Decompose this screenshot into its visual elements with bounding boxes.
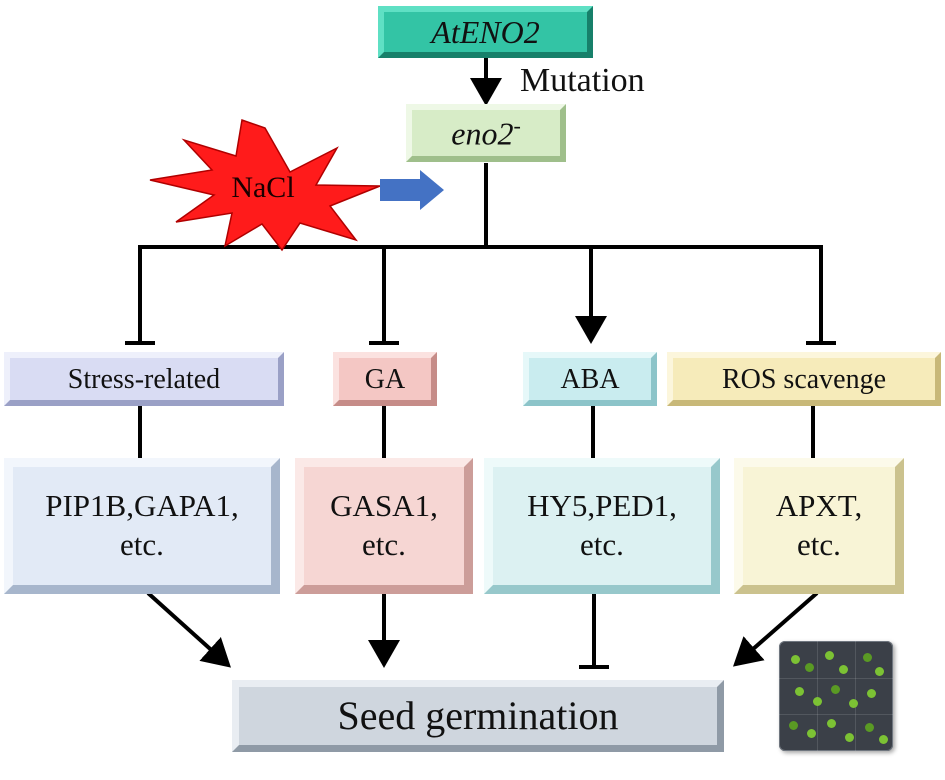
- stress-related-node: Stress-related: [4, 352, 284, 406]
- ros-scavenge-label: ROS scavenge: [721, 363, 887, 395]
- seed-germination-label: Seed germination: [337, 693, 619, 738]
- seedling-plate-image: [779, 641, 893, 751]
- nacl-text: NaCl: [231, 171, 295, 205]
- ros-genes-line2: etc.: [797, 527, 841, 562]
- seed-germination-node: Seed germination: [232, 680, 724, 752]
- aba-node: ABA: [523, 352, 657, 406]
- ga-label: GA: [364, 363, 406, 395]
- arrow-ros-seed: [732, 591, 819, 667]
- ga-genes-node: GASA1, etc.: [295, 458, 473, 594]
- stress-genes-node: PIP1B,GAPA1, etc.: [4, 458, 280, 594]
- aba-genes-node: HY5,PED1, etc.: [484, 458, 720, 594]
- explosion-burst-icon: [149, 118, 381, 252]
- aba-genes-line2: etc.: [580, 527, 624, 562]
- ga-genes-line2: etc.: [362, 527, 406, 562]
- ateno2-node: AtENO2: [378, 6, 593, 58]
- ros-genes-node: APXT, etc.: [734, 458, 904, 594]
- eno2-node: eno2-: [406, 104, 566, 162]
- ateno2-label: AtENO2: [431, 14, 540, 50]
- ros-genes-line1: APXT,: [775, 488, 863, 524]
- nacl-label: NaCl: [208, 168, 318, 208]
- ga-node: GA: [333, 352, 437, 406]
- stress-genes-line1: PIP1B,GAPA1,: [45, 488, 239, 524]
- stress-related-label: Stress-related: [67, 363, 221, 395]
- ros-scavenge-node: ROS scavenge: [667, 352, 941, 406]
- stress-genes-line2: etc.: [120, 527, 164, 562]
- aba-label: ABA: [560, 363, 620, 395]
- aba-genes-line1: HY5,PED1,: [527, 488, 677, 524]
- ga-genes-line1: GASA1,: [330, 488, 438, 524]
- arrow-stress-seed: [146, 591, 231, 668]
- eno2-label: eno2-: [451, 113, 521, 152]
- mutation-label: Mutation: [520, 62, 645, 99]
- eno2-superscript: -: [513, 113, 521, 139]
- nacl-effect-arrow: [380, 170, 444, 210]
